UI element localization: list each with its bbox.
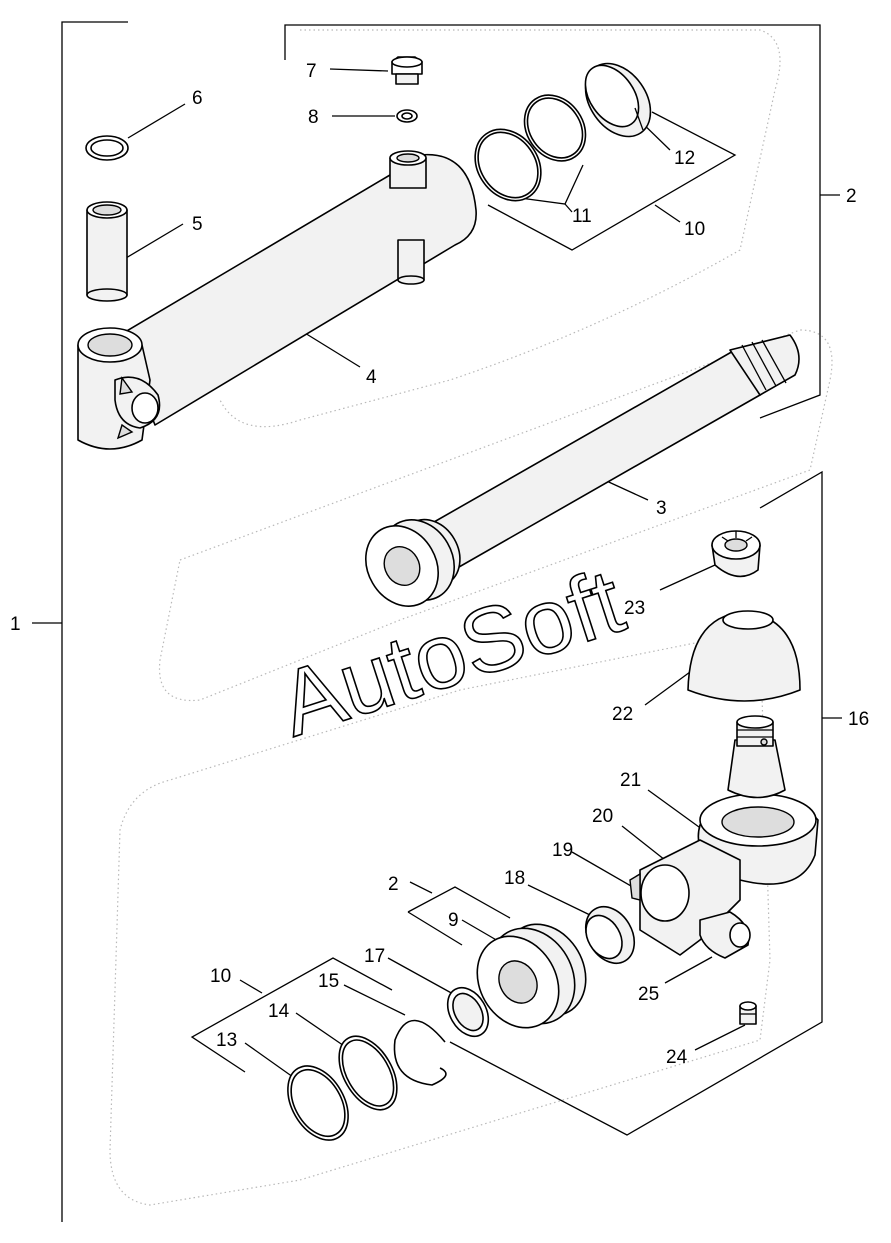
callout-22: 22	[612, 704, 633, 725]
dotted-outline-upper	[219, 29, 781, 428]
callout-2-upper: 2	[846, 186, 857, 207]
part-7-plug	[391, 56, 423, 85]
part-14-ring-inner	[341, 1039, 395, 1107]
callout-6: 6	[192, 88, 203, 109]
part-15-snap-ring	[393, 1019, 447, 1086]
part-23-castle-nut	[711, 530, 761, 578]
part-9-piston	[476, 923, 587, 1029]
part-20-housing	[629, 839, 751, 959]
part-6-o-ring-inner	[90, 139, 124, 157]
part-13-ring-inner	[290, 1068, 346, 1138]
callout-23: 23	[624, 598, 645, 619]
callout-3: 3	[656, 498, 667, 519]
callout-10-lower: 10	[210, 966, 231, 987]
callout-10-upper: 10	[684, 219, 705, 240]
callout-17: 17	[364, 946, 385, 967]
callout-15: 15	[318, 971, 339, 992]
callout-4: 4	[366, 367, 377, 388]
bracket-lines	[32, 21, 842, 1222]
part-5-bushing	[86, 201, 128, 302]
callout-labels: 1 2 3 4 5 6 7 8 9 10 10 11 12 13 14 15 1…	[10, 61, 869, 1068]
callout-9: 9	[448, 910, 459, 931]
callout-20: 20	[592, 806, 613, 827]
callout-5: 5	[192, 214, 203, 235]
part-22-dust-boot	[687, 610, 801, 702]
callout-14: 14	[268, 1001, 290, 1022]
part-11-seals	[474, 94, 587, 202]
part-17-seal-inner	[452, 992, 484, 1032]
part-3-piston-rod	[365, 334, 800, 607]
callout-24: 24	[666, 1047, 688, 1068]
dotted-outline-middle	[158, 329, 833, 702]
callout-25: 25	[638, 984, 659, 1005]
callout-13: 13	[216, 1030, 237, 1051]
part-4-cylinder-barrel	[77, 150, 477, 450]
part-12-wear-ring	[584, 62, 652, 138]
callout-7: 7	[306, 61, 317, 82]
callout-18: 18	[504, 868, 525, 889]
callout-11: 11	[572, 206, 592, 227]
callout-21: 21	[620, 770, 641, 791]
callout-12: 12	[674, 148, 695, 169]
part-18-seal	[584, 905, 636, 965]
callout-8: 8	[308, 107, 319, 128]
callout-19: 19	[552, 840, 573, 861]
callout-1: 1	[10, 614, 21, 635]
callout-2-lower: 2	[388, 874, 399, 895]
part-8-washer-hole	[401, 112, 413, 120]
callout-16: 16	[848, 709, 869, 730]
part-24-grease-fitting	[739, 1001, 757, 1025]
